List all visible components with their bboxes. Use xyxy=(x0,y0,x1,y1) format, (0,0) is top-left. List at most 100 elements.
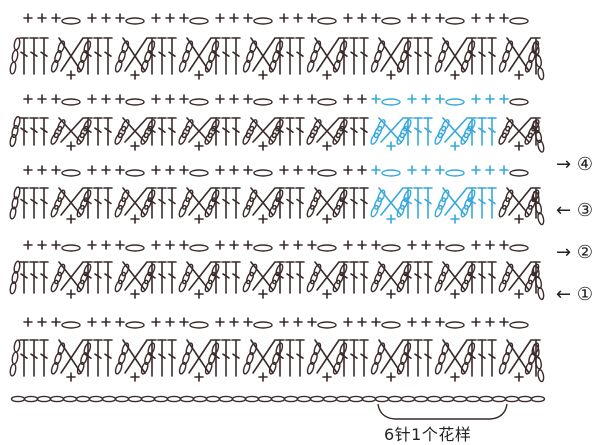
chain-stitch xyxy=(246,396,259,401)
chain-loop xyxy=(190,99,208,105)
chain-stitch xyxy=(311,396,324,401)
repeat-note: 6针1个花样 xyxy=(384,421,471,445)
chain-loop xyxy=(57,342,66,355)
arrow-left-icon: ← xyxy=(556,284,571,305)
chain-loop xyxy=(446,18,464,24)
chain-loop xyxy=(190,322,208,328)
cross-stitch xyxy=(381,118,403,142)
chain-stitch xyxy=(298,396,311,401)
cross-stitch xyxy=(61,118,83,142)
chain-loop xyxy=(57,189,67,202)
chain-loop xyxy=(537,369,544,382)
chain-loop xyxy=(9,62,16,75)
chain-loop xyxy=(318,99,336,105)
chain-loop xyxy=(254,18,272,24)
stitch-symbols xyxy=(9,14,545,382)
chain-loop xyxy=(312,119,322,132)
chain-loop xyxy=(318,245,336,251)
chain-stitch xyxy=(415,396,428,401)
chain-loop xyxy=(376,119,386,132)
chain-stitch xyxy=(519,396,532,401)
chain-loop xyxy=(249,263,258,276)
chain-loop xyxy=(441,342,450,355)
arrow-left-icon: ← xyxy=(556,200,571,221)
chain-loop xyxy=(121,189,131,202)
chain-loop xyxy=(190,245,208,251)
chain-loop xyxy=(440,119,450,132)
chain-loop xyxy=(377,342,386,355)
chain-stitch xyxy=(220,396,233,401)
repeat-bracket xyxy=(378,404,507,419)
cross-stitch xyxy=(125,118,147,142)
chain-loop xyxy=(185,263,194,276)
chain-loop xyxy=(377,189,387,202)
row-number: ③ xyxy=(577,200,593,221)
chain-stitch xyxy=(233,396,246,401)
row-label-1: ← ① xyxy=(556,286,593,304)
chain-stitch xyxy=(532,396,545,401)
chain-loop xyxy=(57,40,66,53)
chain-loop xyxy=(62,170,80,176)
row-number: ④ xyxy=(577,154,593,175)
chain-loop xyxy=(318,322,336,328)
chain-loop xyxy=(318,18,336,24)
chain-loop xyxy=(62,322,80,328)
chain-stitch xyxy=(103,396,116,401)
chain-stitch xyxy=(363,396,376,401)
chain-loop xyxy=(505,189,515,202)
cross-stitch xyxy=(253,118,275,142)
chain-stitch xyxy=(480,396,493,401)
chain-loop xyxy=(505,263,514,276)
chain-loop xyxy=(249,189,259,202)
chain-loop xyxy=(126,170,144,176)
chain-loop xyxy=(57,263,66,276)
chain-loop xyxy=(13,340,20,353)
chain-loop xyxy=(382,322,400,328)
chain-stitch xyxy=(142,396,155,401)
chain-stitch xyxy=(428,396,441,401)
chain-loop xyxy=(11,50,18,63)
chain-loop xyxy=(446,170,464,176)
chain-loop xyxy=(254,322,272,328)
chain-loop xyxy=(446,245,464,251)
chain-loop xyxy=(510,245,528,251)
chain-stitch xyxy=(129,396,142,401)
chain-stitch xyxy=(272,396,285,401)
chain-loop xyxy=(248,119,258,132)
chain-loop xyxy=(441,40,450,53)
chain-stitch xyxy=(155,396,168,401)
chain-stitch xyxy=(441,396,454,401)
chain-loop xyxy=(254,245,272,251)
chain-loop xyxy=(249,342,258,355)
cross-stitch xyxy=(317,118,339,142)
chain-loop xyxy=(190,170,208,176)
chain-loop xyxy=(313,40,322,53)
chain-loop xyxy=(121,263,130,276)
chain-loop xyxy=(510,99,528,105)
chain-stitch xyxy=(90,396,103,401)
chain-loop xyxy=(382,99,400,105)
cross-stitch xyxy=(509,118,531,142)
chain-loop xyxy=(382,245,400,251)
chain-loop xyxy=(537,67,544,80)
cross-stitch xyxy=(189,118,211,142)
chain-loop xyxy=(62,18,80,24)
chain-loop xyxy=(537,287,545,300)
chain-loop xyxy=(254,170,272,176)
chain-loop xyxy=(510,18,528,24)
foundation-chain xyxy=(12,396,545,401)
chain-loop xyxy=(382,18,400,24)
chain-loop xyxy=(121,342,130,355)
row-label-2: → ② xyxy=(556,244,593,262)
chain-loop xyxy=(185,342,194,355)
chain-loop xyxy=(185,40,194,53)
chain-loop xyxy=(13,38,20,51)
arrow-right-icon: → xyxy=(556,242,571,263)
chain-stitch xyxy=(324,396,337,401)
chain-loop xyxy=(254,99,272,105)
chain-loop xyxy=(446,99,464,105)
chain-loop xyxy=(505,342,514,355)
chain-stitch xyxy=(259,396,272,401)
chain-stitch xyxy=(51,396,64,401)
